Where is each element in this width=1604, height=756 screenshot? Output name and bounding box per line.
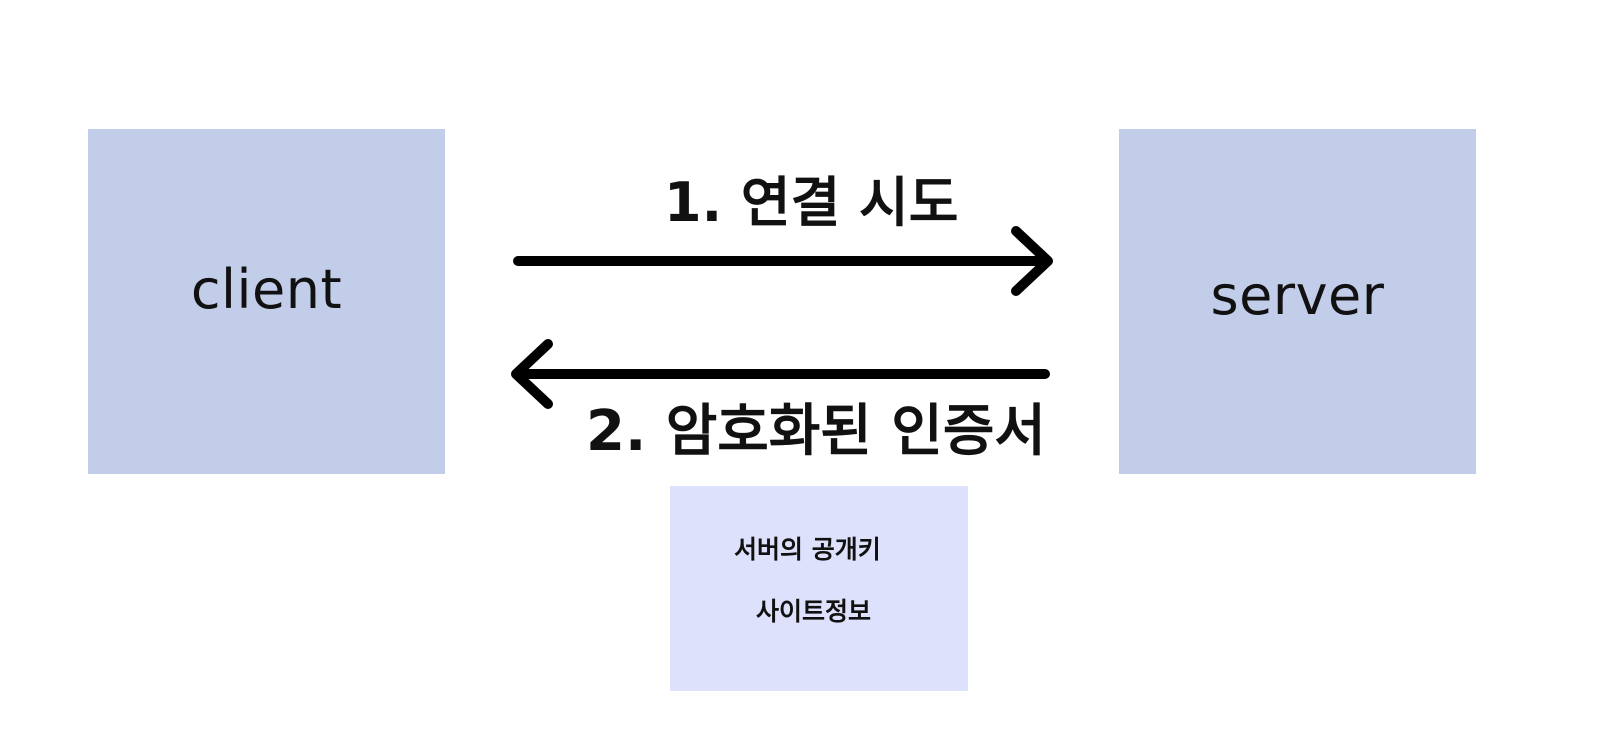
request-arrow-label: 1. 연결 시도	[664, 171, 959, 234]
response-arrow-label: 2. 암호화된 인증서	[586, 399, 1046, 464]
client-label: client	[190, 258, 343, 321]
certificate-item-public-key: 서버의 공개키	[734, 535, 881, 564]
response-arrowhead	[511, 339, 553, 409]
client-node: client	[88, 129, 445, 474]
server-label: server	[1210, 264, 1385, 327]
server-node: server	[1119, 129, 1476, 474]
certificate-contents-box: 서버의 공개키 사이트정보	[670, 486, 968, 691]
request-arrowhead	[1011, 226, 1053, 296]
response-arrow	[511, 339, 1050, 409]
certificate-item-site-info: 사이트정보	[756, 597, 872, 626]
request-arrow	[513, 226, 1053, 296]
